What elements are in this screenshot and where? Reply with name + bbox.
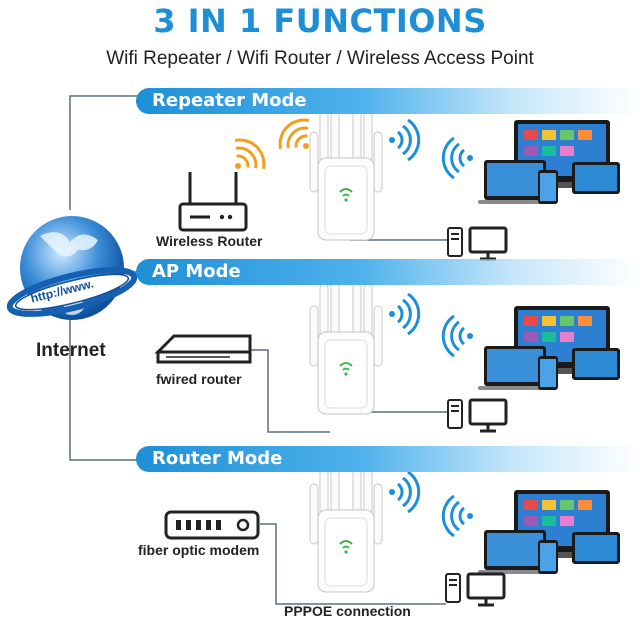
desktop-computer-icon: [446, 398, 508, 433]
internet-label: Internet: [36, 340, 106, 361]
device-label: fwired router: [156, 371, 242, 387]
mode-title: Repeater Mode: [152, 90, 307, 111]
client-devices-icon: [478, 490, 620, 574]
connector-line: [69, 95, 150, 210]
client-devices-icon: [478, 306, 620, 390]
page-subtitle: Wifi Repeater / Wifi Router / Wireless A…: [106, 48, 534, 69]
desktop-computer-icon: [444, 572, 506, 607]
wifi-signal-icon: [278, 118, 310, 150]
wifi-signal-icon: [387, 118, 421, 162]
wifi-signal-icon: [441, 136, 475, 180]
device-label: Wireless Router: [156, 233, 263, 249]
wifi-extender-device: [310, 102, 382, 240]
client-devices-icon: [478, 120, 620, 204]
connection-label: PPPOE connection: [284, 603, 411, 619]
connector-line: [69, 300, 150, 461]
device-label: fiber optic modem: [138, 542, 260, 558]
mode-title: Router Mode: [152, 448, 283, 469]
globe-icon: [6, 216, 138, 320]
connector-line: [260, 523, 446, 605]
mode-title: AP Mode: [152, 261, 241, 282]
wifi-router-icon: [178, 172, 248, 232]
wifi-signal-icon: [234, 138, 266, 170]
wired-router-icon: [154, 334, 252, 364]
connector-line: [250, 349, 330, 433]
wifi-signal-icon: [387, 470, 421, 514]
wifi-extender-device: [310, 454, 382, 592]
wifi-signal-icon: [441, 314, 475, 358]
desktop-computer-icon: [446, 226, 508, 261]
wifi-extender-device: [310, 276, 382, 414]
wifi-signal-icon: [441, 494, 475, 538]
mode-banner-repeater: Repeater Mode: [136, 88, 640, 114]
page-title: 3 IN 1 FUNCTIONS: [153, 2, 487, 40]
mode-banner-ap: AP Mode: [136, 259, 640, 285]
mode-banner-router: Router Mode: [136, 446, 640, 472]
fiber-modem-icon: [164, 510, 260, 540]
wifi-signal-icon: [387, 292, 421, 336]
